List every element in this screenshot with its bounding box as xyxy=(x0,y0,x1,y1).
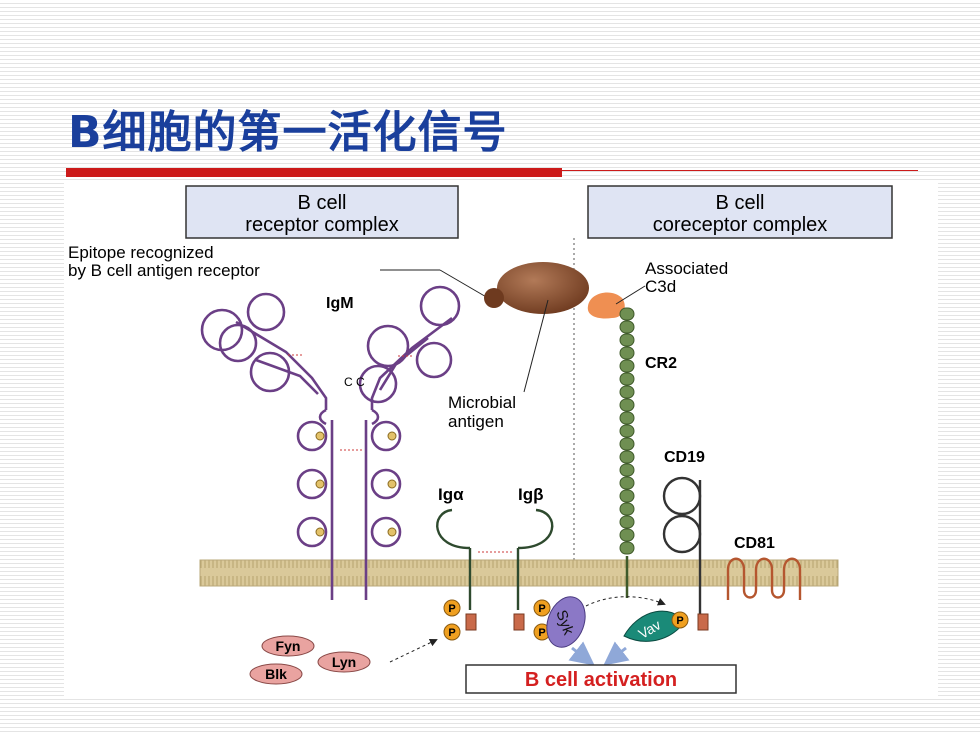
microbial-antigen xyxy=(497,262,589,314)
svg-text:P: P xyxy=(538,603,545,615)
src-kinases: Fyn Blk Lyn xyxy=(249,635,371,685)
c3d-label-line1: Associated xyxy=(645,259,728,278)
bcr-header-box: B cell receptor complex xyxy=(185,185,459,239)
syk xyxy=(546,596,586,648)
epitope xyxy=(484,288,504,308)
c3d-label-line2: C3d xyxy=(645,277,676,296)
microbial-label-line2: antigen xyxy=(448,412,504,431)
cr2-chain xyxy=(619,307,635,555)
ig-alpha-beta xyxy=(436,508,554,610)
coreceptor-header-line2: coreceptor complex xyxy=(653,214,828,236)
cd19-label: CD19 xyxy=(664,449,705,466)
igm-label: IgM xyxy=(326,295,354,312)
cd81 xyxy=(726,557,802,600)
svg-text:P: P xyxy=(538,627,545,639)
slide-title: B细胞的第一活化信号 xyxy=(68,107,508,158)
ig-alpha-label: Igα xyxy=(438,485,464,504)
coreceptor-header-box: B cell coreceptor complex xyxy=(587,185,893,239)
phosphate-group: P P P P xyxy=(443,599,551,641)
c3d xyxy=(587,292,625,319)
diagram-panel xyxy=(64,180,938,696)
activation-arrow-right xyxy=(603,641,630,666)
coreceptor-header-line1: B cell xyxy=(716,192,765,214)
activation-arrow-left xyxy=(568,641,595,666)
igm-molecule xyxy=(200,285,461,600)
title-rule xyxy=(562,170,918,171)
activation-label: B cell activation xyxy=(525,669,677,691)
cc-label: C C xyxy=(344,375,365,389)
epitope-label-line1: Epitope recognized xyxy=(68,243,214,262)
microbial-label-line1: Microbial xyxy=(448,393,516,412)
blk-label: Blk xyxy=(265,666,287,682)
bcr-header-line2: receptor complex xyxy=(245,214,398,236)
microbial-leader xyxy=(523,299,549,393)
lyn-label: Lyn xyxy=(332,654,356,670)
fyn-label: Fyn xyxy=(276,638,301,654)
epitope-label-line2: by B cell antigen receptor xyxy=(68,261,260,280)
igm-glycans xyxy=(315,431,397,537)
title-underline xyxy=(66,168,562,177)
kinase-arrow xyxy=(389,638,438,663)
syk-to-vav-arrow xyxy=(585,596,666,607)
svg-text:P: P xyxy=(676,615,683,627)
cd19 xyxy=(662,476,702,620)
cr2-label: CR2 xyxy=(645,355,677,372)
svg-text:P: P xyxy=(448,603,455,615)
activation-box: B cell activation xyxy=(465,664,737,694)
ig-beta-label: Igβ xyxy=(518,485,543,504)
svg-text:P: P xyxy=(448,627,455,639)
cd81-label: CD81 xyxy=(734,535,775,552)
itam-blocks xyxy=(465,613,709,631)
bcr-header-line1: B cell xyxy=(298,192,347,214)
